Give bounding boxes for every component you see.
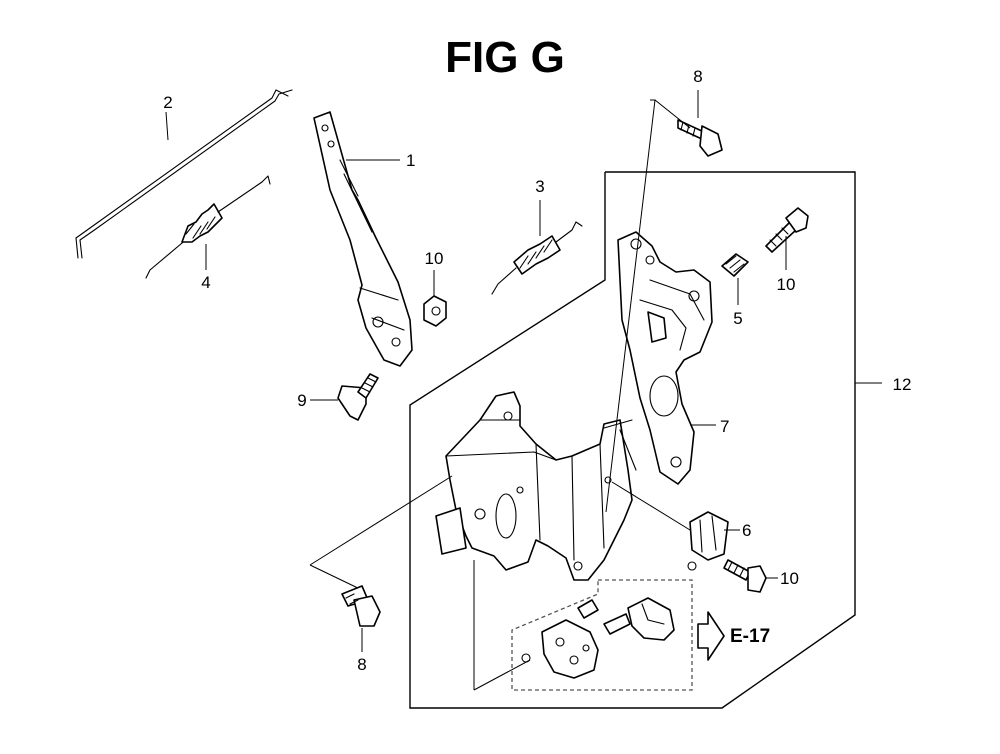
part-nut xyxy=(423,270,447,327)
callout-2: 2 xyxy=(163,93,172,112)
part-bolt-lower xyxy=(723,559,778,593)
part-control-lever xyxy=(313,111,413,367)
part-main-bracket xyxy=(435,391,637,581)
callout-1: 1 xyxy=(406,151,415,170)
callout-7: 7 xyxy=(720,417,729,436)
reference-arrow xyxy=(697,611,725,661)
callout-10-lower: 10 xyxy=(780,569,799,588)
part-spring-small xyxy=(721,253,749,305)
callout-6: 6 xyxy=(742,521,751,540)
callouts: 2 1 4 3 8 10 5 10 9 12 7 6 10 8 xyxy=(163,67,911,674)
callout-8-bottom: 8 xyxy=(357,655,366,674)
reference-label: E-17 xyxy=(730,626,770,647)
part-flange-bolt-bottom xyxy=(341,585,381,652)
callout-10-upper: 10 xyxy=(777,275,796,294)
callout-12: 12 xyxy=(893,375,912,394)
figure-title: FIG G xyxy=(445,33,565,82)
reference-inset xyxy=(511,579,693,691)
part-rod xyxy=(75,89,293,259)
part-bolt-tee xyxy=(310,373,379,421)
callout-5: 5 xyxy=(733,309,742,328)
assembly-frame xyxy=(409,171,882,709)
part-bracket-plate xyxy=(617,231,716,485)
callout-9: 9 xyxy=(297,391,306,410)
callout-4: 4 xyxy=(201,273,210,292)
callout-8-top: 8 xyxy=(693,67,702,86)
part-spring-long xyxy=(145,175,271,279)
part-clip xyxy=(687,511,740,571)
part-bolt-upper xyxy=(765,207,809,270)
callout-11: 10 xyxy=(425,249,444,268)
callout-3: 3 xyxy=(535,177,544,196)
part-spring-short xyxy=(491,200,583,295)
leader-lines xyxy=(309,99,691,691)
part-flange-bolt-top xyxy=(654,90,723,157)
